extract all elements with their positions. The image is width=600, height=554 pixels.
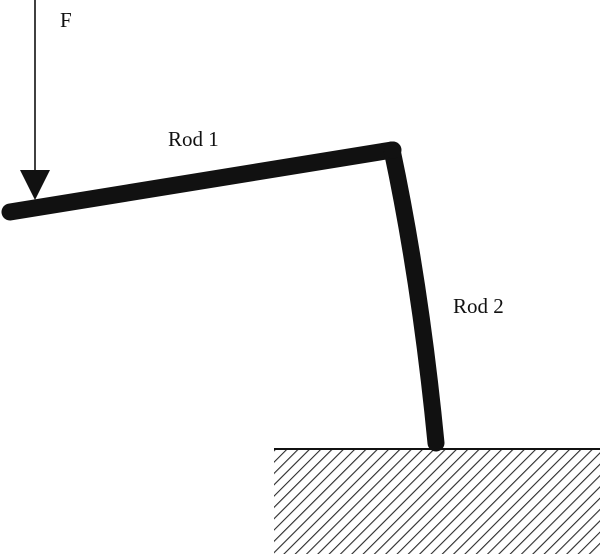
force-arrow [20, 0, 50, 200]
rod-2-label: Rod 2 [453, 294, 504, 318]
force-label: F [60, 8, 72, 32]
rod-2 [383, 141, 445, 452]
force-arrow-head [20, 170, 50, 200]
rod-1-label: Rod 1 [168, 127, 219, 151]
rod-joint [384, 141, 402, 159]
rod-1 [1, 141, 401, 221]
ground-support [274, 448, 600, 554]
ground-hatch [274, 449, 600, 554]
